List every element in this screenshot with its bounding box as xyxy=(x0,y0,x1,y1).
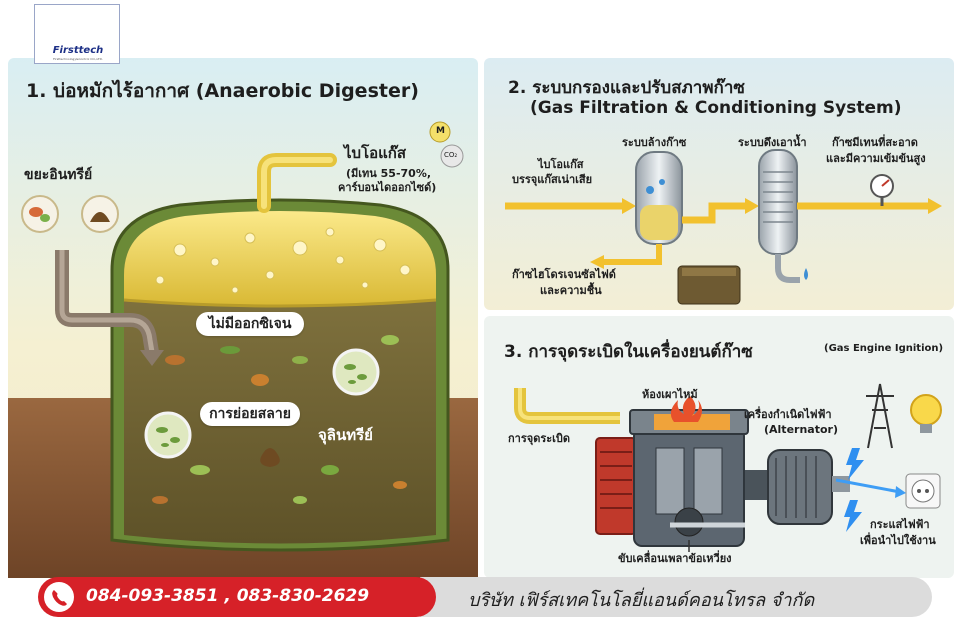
phone-numbers[interactable]: 084-093-3851 , 083-830-2629 xyxy=(86,586,370,606)
crankshaft-label: ขับเคลื่อนเพลาข้อเหวี่ยง xyxy=(618,552,732,565)
co2-tag-label: CO₂ xyxy=(444,151,458,159)
logo-subtitle: Firsttechnology&Control CO.,LTD. xyxy=(53,57,103,61)
removed-gas-1: ก๊าซไฮโดรเจนซัลไฟด์ xyxy=(512,268,616,281)
outlet-icon xyxy=(905,473,941,509)
organic-waste-label: ขยะอินทรีย์ xyxy=(24,167,93,183)
co2-tag xyxy=(440,144,464,168)
footer-company-bar xyxy=(420,577,932,617)
flame-icon xyxy=(670,396,702,422)
lightning-icon xyxy=(844,448,864,532)
filter-input-1: ไบโอแก๊ส xyxy=(538,158,584,171)
lightbulb-icon xyxy=(910,394,942,433)
footer-phone-bar xyxy=(38,577,436,617)
biogas-detail-2: คาร์บอนไดออกไซด์) xyxy=(338,181,437,194)
microbe-circle-2 xyxy=(332,348,380,396)
panel-3-subtitle: (Gas Engine Ignition) xyxy=(824,343,944,354)
filter-output-1: ก๊าซมีเทนที่สะอาด xyxy=(832,136,918,149)
microbes-label: จุลินทรีย์ xyxy=(318,426,373,444)
power-output-1: กระแสไฟฟ้า xyxy=(870,518,930,531)
removed-gas-2: และความชื้น xyxy=(540,284,602,297)
company-logo: Firsttech Firsttechnology&Control CO.,LT… xyxy=(34,4,120,64)
methane-tag-label: M xyxy=(436,126,445,136)
dehumidifier-label: ระบบดึงเอาน้ำ xyxy=(738,136,807,149)
biogas-detail-1: (มีเทน 55-70%, xyxy=(346,167,432,180)
panel-2-title: 2. ระบบกรองและปรับสภาพก๊าซ xyxy=(508,78,745,98)
filter-output-2: และมีความเข้มข้นสูง xyxy=(826,152,926,165)
phone-icon xyxy=(44,582,74,612)
combustion-chamber-label: ห้องเผาไหม้ xyxy=(642,388,698,401)
decomposition-pill: การย่อยสลาย xyxy=(200,402,300,426)
panel-2-bg xyxy=(484,58,954,310)
alternator-label-2: (Alternator) xyxy=(764,423,838,436)
power-tower-icon xyxy=(866,383,894,449)
alternator-label-1: เครื่องกำเนิดไฟฟ้า xyxy=(744,408,832,421)
gas-engine xyxy=(514,388,850,552)
methane-tag xyxy=(429,121,451,143)
panel-2-subtitle: (Gas Filtration & Conditioning System) xyxy=(530,98,902,118)
filter-input-2: บรรจุแก๊สเน่าเสีย xyxy=(512,173,593,186)
power-output-2: เพื่อนำไปใช้งาน xyxy=(860,534,936,547)
biogas-label: ไบโอแก๊ส xyxy=(344,144,407,162)
filtration-flow xyxy=(505,149,942,305)
scrubber-label: ระบบล้างก๊าซ xyxy=(622,136,687,149)
organic-waste-icons xyxy=(21,195,119,233)
no-oxygen-pill: ไม่มีออกซิเจน xyxy=(196,312,304,336)
panel-3-title: 3. การจุดระเบิดในเครื่องยนต์ก๊าซ xyxy=(504,342,753,362)
gauge-icon xyxy=(870,174,894,206)
panel-1-title: 1. บ่อหมักไร้อากาศ (Anaerobic Digester) xyxy=(26,80,419,102)
digester-tank xyxy=(55,153,450,552)
microbe-circle-1 xyxy=(144,411,192,459)
ignition-label: การจุดระเบิด xyxy=(508,432,571,445)
logo-name: Firsttech xyxy=(52,45,104,56)
company-name: บริษัท เฟิร์สเทคโนโลยี่แอนด์คอนโทรล จำกั… xyxy=(468,590,815,611)
